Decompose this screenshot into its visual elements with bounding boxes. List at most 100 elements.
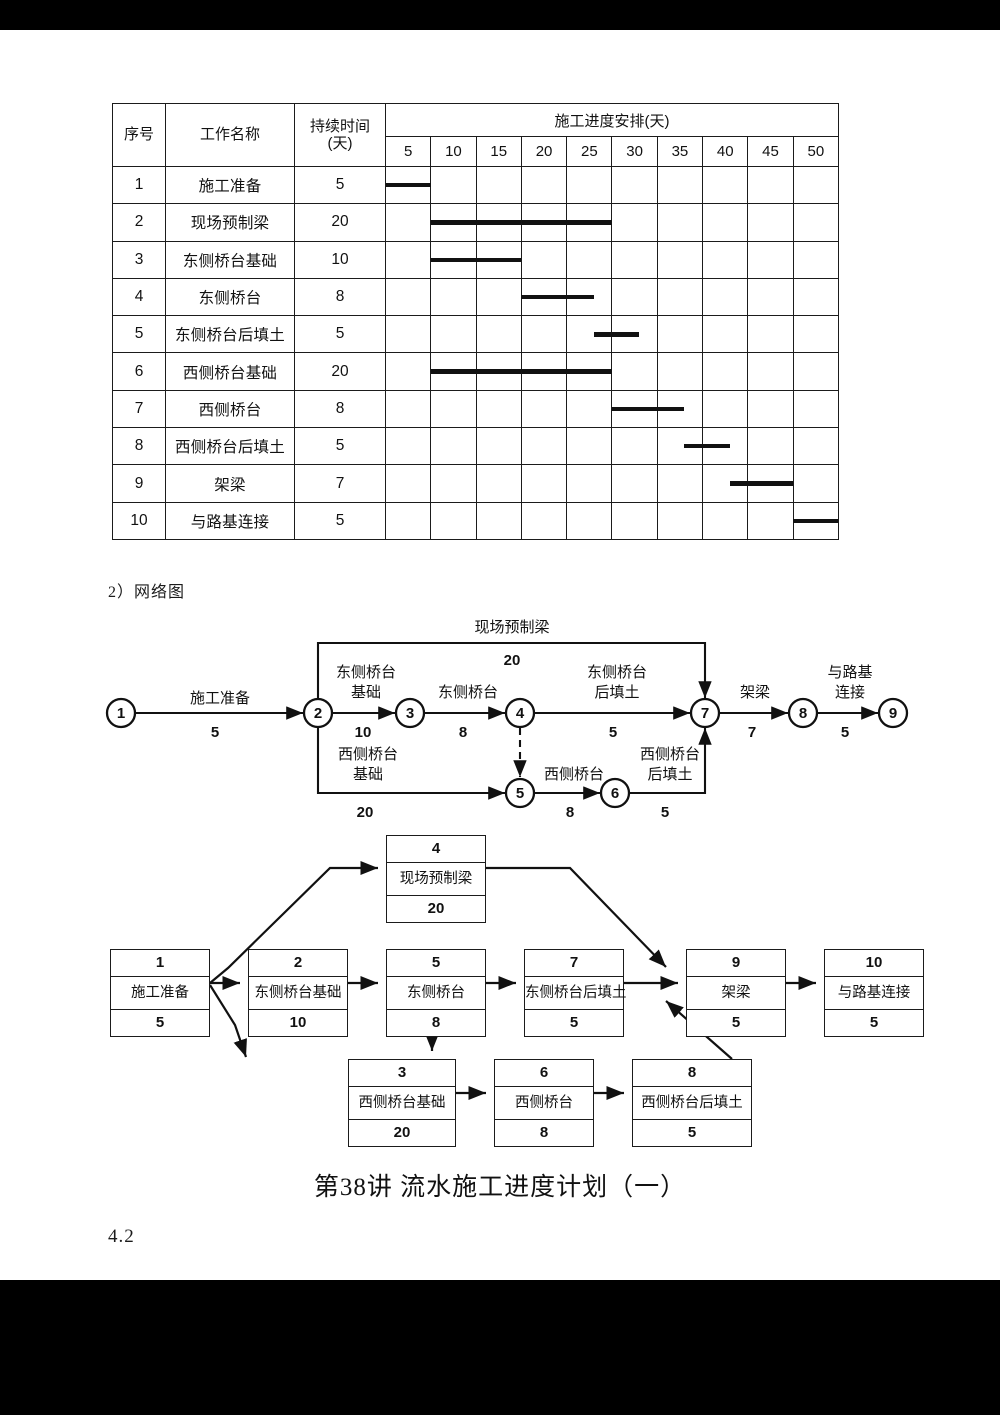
aon-box-name: 西侧桥台后填土 <box>633 1087 751 1120</box>
cell-serial-no: 2 <box>112 203 166 242</box>
aoa-label-6-7-name-l1: 西侧桥台 <box>640 746 700 763</box>
cell-duration: 5 <box>294 315 386 354</box>
cell-day-slot <box>384 464 432 503</box>
cell-day-slot <box>611 501 658 540</box>
cell-day-slot <box>747 165 794 205</box>
cell-day-slot <box>702 277 749 317</box>
cell-day-slot <box>656 240 704 279</box>
aoa-node-label-3: 3 <box>406 705 414 722</box>
aon-box-duration: 5 <box>569 1014 579 1031</box>
cell-day-slot <box>566 277 613 317</box>
aoa-label-2-3-name-l1: 东侧桥台 <box>336 664 396 681</box>
cell-day-slot <box>566 389 613 429</box>
cell-task-name: 西侧桥台 <box>165 389 295 429</box>
aoa-node-2 <box>302 697 334 729</box>
header-duration-line2: (天) <box>327 135 353 152</box>
cell-day-slot <box>430 240 477 279</box>
cell-day-slot <box>520 315 568 354</box>
cell-day-slot <box>430 352 477 391</box>
section-label-network-diagram: 2）网络图 <box>108 584 186 601</box>
cell-duration: 10 <box>294 240 386 279</box>
cell-day-slot <box>702 389 749 429</box>
cell-day-slot <box>430 315 477 354</box>
cell-day-slot <box>702 501 749 540</box>
cell-task-name: 施工准备 <box>165 165 295 205</box>
cell-duration: 7 <box>294 464 386 503</box>
cell-day-slot <box>747 315 794 354</box>
aoa-node-label-6: 6 <box>611 785 619 802</box>
aoa-label-2-5-name-l2: 基础 <box>353 766 383 783</box>
cell-day-slot <box>611 165 658 205</box>
cell-serial-no: 6 <box>112 352 166 391</box>
aoa-label-8-9-name-l1: 与路基 <box>827 664 872 681</box>
aon-box-id: 3 <box>349 1060 455 1087</box>
cell-day-slot <box>611 240 658 279</box>
aoa-label-2-7-name: 现场预制梁 <box>474 619 549 636</box>
cell-day-slot <box>566 315 613 354</box>
cell-day-slot <box>747 240 794 279</box>
aoa-label-2-3-name-l2: 基础 <box>351 684 381 701</box>
cell-day-slot <box>475 203 522 242</box>
cell-day-slot <box>792 165 840 205</box>
cell-day-slot <box>792 315 840 354</box>
cell-task-name: 架梁 <box>165 464 295 503</box>
day-tick-10: 10 <box>430 136 477 167</box>
cell-day-slot <box>747 203 794 242</box>
aon-box-name: 东侧桥台后填土 <box>525 977 627 1010</box>
cell-day-slot <box>384 203 432 242</box>
aoa-node-4 <box>504 697 536 729</box>
cell-day-slot <box>520 240 568 279</box>
aon-box-duration: 5 <box>731 1014 741 1031</box>
aon-box-name: 东侧桥台 <box>387 977 485 1010</box>
aoa-label-2-5-dur: 20 <box>357 804 374 821</box>
aon-box-duration: 20 <box>427 900 445 917</box>
cell-day-slot <box>702 165 749 205</box>
cell-day-slot <box>430 165 477 205</box>
header-duration: 持续时间 (天) <box>294 103 386 167</box>
aoa-arrow-6-7-bottom <box>630 728 712 795</box>
aon-box-duration: 8 <box>431 1014 441 1031</box>
aoa-label-8-9-dur: 5 <box>841 724 849 741</box>
cell-day-slot <box>475 389 522 429</box>
aoa-label-3-4-name: 东侧桥台 <box>438 684 498 701</box>
cell-task-name: 西侧桥台后填土 <box>165 427 295 466</box>
aon-box-duration: 5 <box>687 1124 697 1141</box>
cell-day-slot <box>702 315 749 354</box>
cell-day-slot <box>611 277 658 317</box>
cell-day-slot <box>430 389 477 429</box>
cell-day-slot <box>702 240 749 279</box>
aoa-label-7-8-name: 架梁 <box>740 684 770 701</box>
schedule-table: 序号 工作名称 持续时间 (天) 施工进度安排(天) 5 10 15 20 25… <box>112 103 840 540</box>
aoa-label-8-9-name-l2: 连接 <box>835 684 865 701</box>
cell-day-slot <box>611 352 658 391</box>
cell-day-slot <box>520 389 568 429</box>
cell-day-slot <box>430 277 477 317</box>
cell-day-slot <box>656 352 704 391</box>
day-tick-50: 50 <box>792 136 840 167</box>
cell-day-slot <box>384 389 432 429</box>
aon-box-duration: 8 <box>539 1124 549 1141</box>
aoa-label-2-3-dur: 10 <box>355 724 372 741</box>
cell-day-slot <box>792 203 840 242</box>
aoa-node-5 <box>504 777 536 809</box>
aoa-node-8 <box>787 697 819 729</box>
day-tick-5: 5 <box>384 136 432 167</box>
aoa-network-diagram: 1 2 3 4 5 6 7 8 9 施工准备 5 现场预制梁 20 东侧桥台 基… <box>100 605 909 825</box>
header-schedule-span: 施工进度安排(天) <box>385 103 839 137</box>
header-task-name: 工作名称 <box>165 103 295 167</box>
aon-box-name: 架梁 <box>687 977 785 1010</box>
aon-box-id: 9 <box>687 950 785 977</box>
footer-section-number: 4.2 <box>108 1226 135 1247</box>
gantt-schedule-table: 序号 工作名称 持续时间 (天) 施工进度安排(天) 5 10 15 20 25… <box>112 103 840 540</box>
aon-link-4-9 <box>486 866 667 968</box>
aon-box-id: 1 <box>111 950 209 977</box>
cell-day-slot <box>566 352 613 391</box>
aoa-node-7 <box>689 697 721 729</box>
cell-day-slot <box>747 464 794 503</box>
